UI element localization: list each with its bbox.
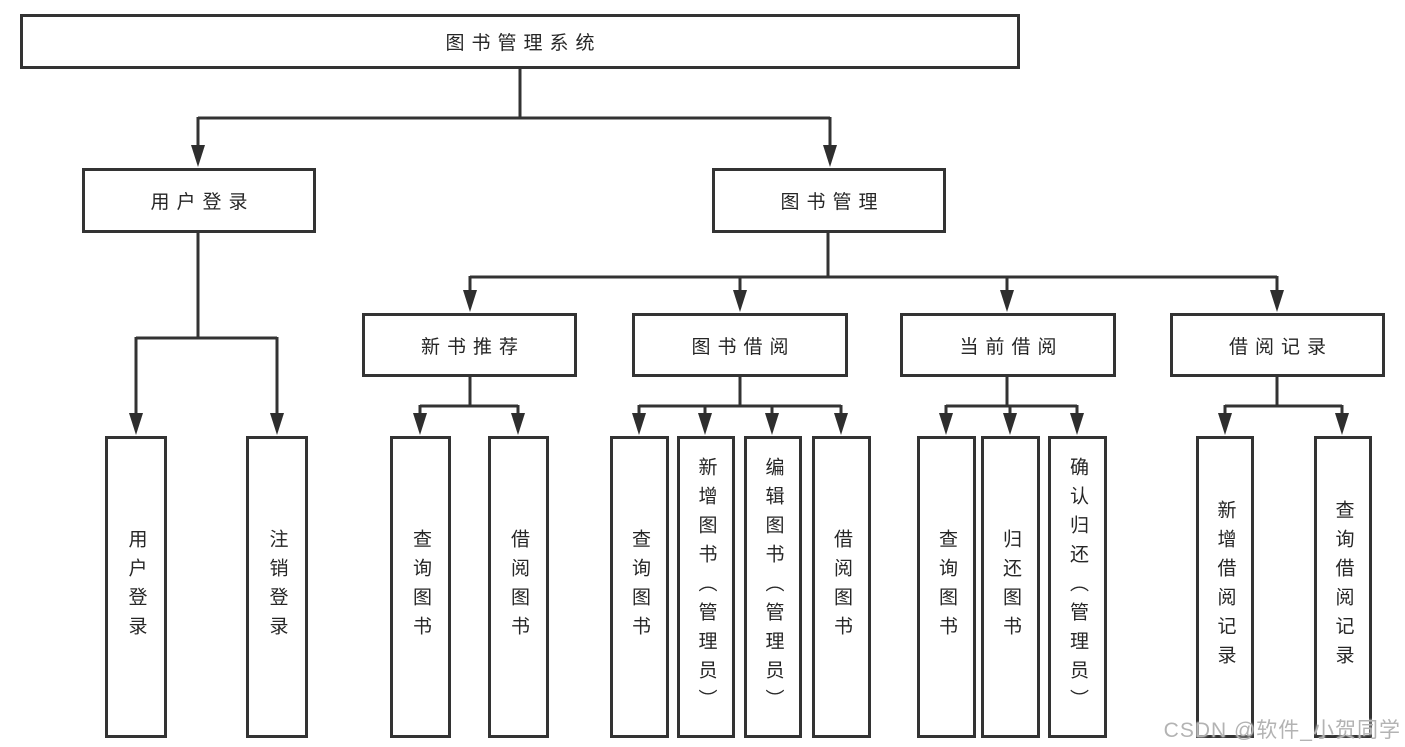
arrowheads xyxy=(129,145,1349,435)
arrow-down-icon xyxy=(632,413,646,435)
watermark: CSDN @软件_小贺同学 xyxy=(1163,719,1401,742)
leaf-label: 查询图书 xyxy=(936,529,957,645)
leaf-query-borrow-record: 查询借阅记录 xyxy=(1314,436,1372,738)
node-borrowing-records: 借阅记录 xyxy=(1170,313,1385,377)
leaf-label: 新增借阅记录 xyxy=(1214,500,1236,674)
arrow-down-icon xyxy=(823,145,837,167)
node-book-borrowing: 图书借阅 xyxy=(632,313,848,377)
arrow-down-icon xyxy=(733,290,747,312)
arrow-down-icon xyxy=(765,413,779,435)
node-user-login: 用户登录 xyxy=(82,168,316,233)
leaf-query-books-recommend: 查询图书 xyxy=(390,436,451,738)
arrow-down-icon xyxy=(191,145,205,167)
arrow-down-icon xyxy=(1003,413,1017,435)
leaf-add-books-admin: 新增图书（管理员） xyxy=(677,436,735,738)
leaf-label: 确认归还（管理员） xyxy=(1067,456,1088,718)
arrow-down-icon xyxy=(413,413,427,435)
arrow-down-icon xyxy=(1270,290,1284,312)
node-current-borrowing: 当前借阅 xyxy=(900,313,1116,377)
leaf-label: 编辑图书（管理员） xyxy=(762,456,784,718)
leaf-label: 借阅图书 xyxy=(831,529,852,645)
leaf-label: 注销登录 xyxy=(266,529,288,645)
leaf-borrow-books: 借阅图书 xyxy=(812,436,871,738)
leaf-user-login: 用户登录 xyxy=(105,436,167,738)
leaf-borrow-books-recommend: 借阅图书 xyxy=(488,436,549,738)
leaf-return-books: 归还图书 xyxy=(981,436,1040,738)
arrow-down-icon xyxy=(1218,413,1232,435)
leaf-query-books-current: 查询图书 xyxy=(917,436,976,738)
leaf-label: 归还图书 xyxy=(1000,529,1021,645)
leaf-confirm-return-admin: 确认归还（管理员） xyxy=(1048,436,1107,738)
leaf-label: 查询图书 xyxy=(629,529,650,645)
arrow-down-icon xyxy=(834,413,848,435)
leaf-add-borrow-record: 新增借阅记录 xyxy=(1196,436,1254,738)
arrow-down-icon xyxy=(511,413,525,435)
node-library-management-system: 图书管理系统 xyxy=(20,14,1020,69)
leaf-label: 查询借阅记录 xyxy=(1332,500,1354,674)
arrow-down-icon xyxy=(698,413,712,435)
node-new-book-recommendation: 新书推荐 xyxy=(362,313,577,377)
leaf-label: 借阅图书 xyxy=(508,529,529,645)
node-book-management: 图书管理 xyxy=(712,168,946,233)
leaf-label: 用户登录 xyxy=(125,529,147,645)
arrow-down-icon xyxy=(129,413,143,435)
arrow-down-icon xyxy=(1000,290,1014,312)
arrow-down-icon xyxy=(1070,413,1084,435)
arrow-down-icon xyxy=(939,413,953,435)
leaf-logout: 注销登录 xyxy=(246,436,308,738)
arrow-down-icon xyxy=(270,413,284,435)
leaf-label: 新增图书（管理员） xyxy=(695,456,717,718)
arrow-down-icon xyxy=(1335,413,1349,435)
leaf-query-books-borrowing: 查询图书 xyxy=(610,436,669,738)
arrow-down-icon xyxy=(463,290,477,312)
leaf-label: 查询图书 xyxy=(410,529,431,645)
leaf-edit-books-admin: 编辑图书（管理员） xyxy=(744,436,802,738)
